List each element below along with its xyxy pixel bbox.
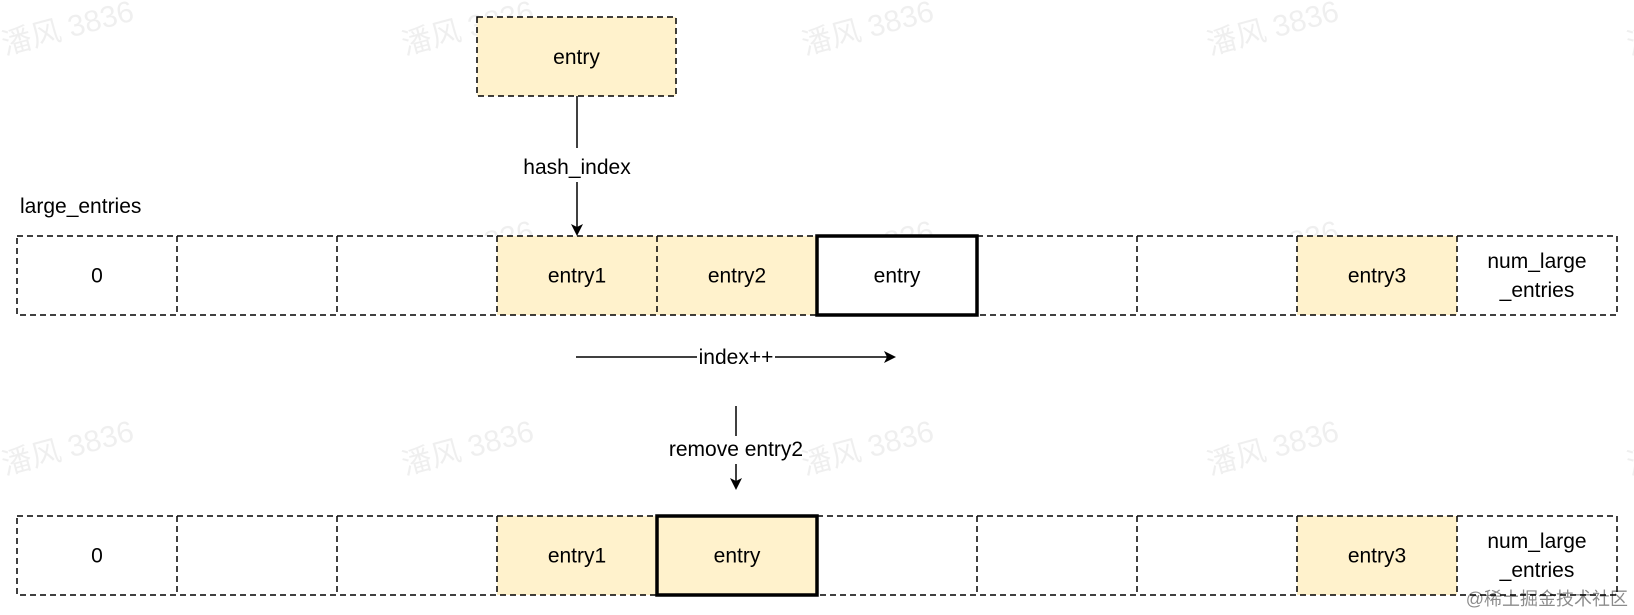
watermark-text: 潘风 3836	[1203, 0, 1342, 62]
watermark-text: 潘风 3836	[1203, 415, 1342, 482]
array-cell-9	[1457, 236, 1617, 315]
watermark-text: 潘风 3836	[798, 415, 937, 482]
top-entry-label: entry	[553, 46, 600, 69]
top-entry-box: entry	[476, 16, 677, 97]
array-cell-label: 0	[91, 545, 103, 568]
array-cell-0	[17, 236, 177, 315]
large-entries-row-after: 0 entry1 entry entry3 num_large_entries	[16, 514, 1618, 597]
array-cell-5	[817, 236, 977, 315]
array-cell-label: entry2	[708, 265, 766, 288]
current-slot-outline	[815, 234, 979, 317]
array-cell-4	[657, 516, 817, 595]
top-entry-rect	[476, 16, 677, 97]
watermark-text: 潘风 3836	[798, 0, 937, 62]
hash-index-arrow: hash_index	[523, 96, 631, 236]
array-cell-3	[497, 516, 657, 595]
array-cell-2	[337, 516, 497, 595]
array-cell-8	[1297, 236, 1457, 315]
index-increment-arrow: index++	[576, 346, 896, 369]
site-credit: @稀土掘金技术社区	[1466, 589, 1628, 609]
array-cell-7	[1137, 516, 1297, 595]
array-cell-3	[497, 236, 657, 315]
array-cell-label: entry1	[548, 265, 606, 288]
remove-entry-arrow: remove entry2	[669, 406, 803, 490]
remove-entry-label: remove entry2	[669, 438, 803, 461]
array-cell-1	[177, 516, 337, 595]
array-cell-label: num_large_entries	[1487, 250, 1586, 302]
array-name-label: large_entries	[20, 195, 141, 218]
array-cell-label: 0	[91, 265, 103, 288]
array-cell-9	[1457, 516, 1617, 595]
array-cell-1	[177, 236, 337, 315]
array-cell-6	[977, 236, 1137, 315]
index-increment-label: index++	[699, 346, 774, 369]
array-cell-label: entry3	[1348, 265, 1406, 288]
array-cell-label: entry	[714, 545, 761, 568]
watermark-text: 潘风 3836	[0, 415, 137, 482]
watermark-text: 潘风 3836	[1623, 0, 1634, 62]
watermark-text: 潘风 3836	[398, 415, 537, 482]
array-cell-label: num_large_entries	[1487, 530, 1586, 582]
array-cell-5	[817, 516, 977, 595]
watermark-text: 潘风 3836	[0, 0, 137, 62]
array-cell-label: entry3	[1348, 545, 1406, 568]
array-cell-label: entry	[874, 265, 921, 288]
hash-index-label: hash_index	[523, 156, 631, 179]
array-cell-2	[337, 236, 497, 315]
watermark-text: 潘风 3836	[1623, 415, 1634, 482]
current-slot-outline	[655, 514, 819, 597]
array-cell-0	[17, 516, 177, 595]
array-cell-4	[657, 236, 817, 315]
array-cell-7	[1137, 236, 1297, 315]
large-entries-row-before: 0 entry1 entry2 entry entry3 num_large_entrie…	[16, 234, 1618, 317]
array-cell-6	[977, 516, 1137, 595]
array-cell-8	[1297, 516, 1457, 595]
array-cell-label: entry1	[548, 545, 606, 568]
